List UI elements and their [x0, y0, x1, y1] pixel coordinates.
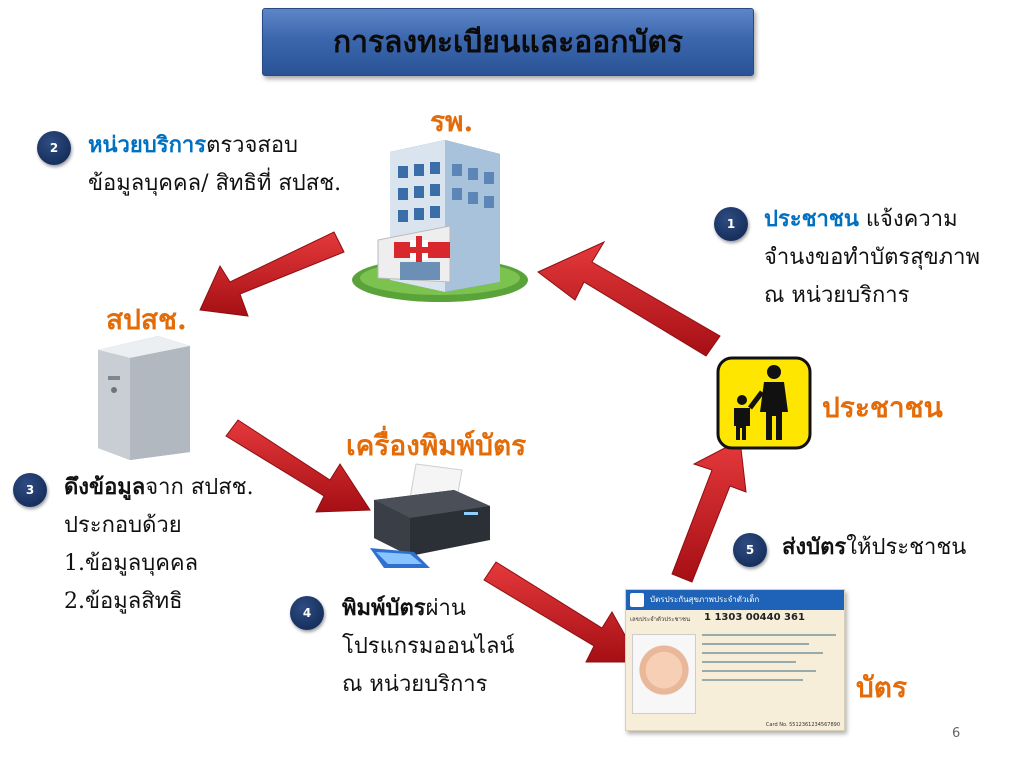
step-2-highlight: หน่วยบริการ — [88, 132, 207, 158]
health-card: บัตรประกันสุขภาพประจำตัวเด็ก เลขประจำตัว… — [625, 589, 845, 731]
step-5-badge: 5 — [733, 533, 767, 567]
step-5-highlight: ส่งบัตร — [782, 534, 847, 560]
arrow-citizen-to-hospital — [537, 240, 721, 357]
step-1-highlight: ประชาชน — [764, 206, 859, 232]
step-3-highlight: ดึงข้อมูล — [64, 474, 146, 500]
card-header: บัตรประกันสุขภาพประจำตัวเด็ก — [626, 590, 844, 610]
step-2-text: หน่วยบริการตรวจสอบ ข้อมูลบุคคล/ สิทธิที่… — [88, 126, 341, 203]
page-number: 6 — [952, 726, 961, 741]
step-4-badge: 4 — [290, 596, 324, 630]
step-3-line-3: 1.ข้อมูลบุคคล — [64, 551, 199, 576]
nhso-label: สปสช. — [106, 303, 187, 336]
printer-label: เครื่องพิมพ์บัตร — [346, 429, 527, 462]
printer-icon — [370, 463, 490, 568]
card-header-text: บัตรประกันสุขภาพประจำตัวเด็ก — [650, 595, 760, 604]
step-3-text: ดึงข้อมูลจาก สปสช. ประกอบด้วย 1.ข้อมูลบุ… — [64, 468, 254, 621]
step-2-line-2: ข้อมูลบุคคล/ สิทธิที่ สปสช. — [88, 171, 342, 196]
title-banner: การลงทะเบียนและออกบัตร — [262, 8, 754, 76]
card-logo-icon — [630, 593, 644, 607]
arrow-nhso-to-printer — [225, 419, 371, 513]
arrow-card-to-citizen — [671, 439, 747, 583]
card-id-label: เลขประจำตัวประชาชน — [630, 616, 691, 623]
step-4-highlight: พิมพ์บัตร — [342, 595, 426, 621]
step-2-badge: 2 — [37, 131, 71, 165]
step-3-line-4: 2.ข้อมูลสิทธิ — [64, 589, 183, 614]
step-1-text: ประชาชน แจ้งความ จำนงขอทำบัตรสุขภาพ ณ หน… — [764, 200, 980, 315]
step-5-text: ส่งบัตรให้ประชาชน — [782, 534, 967, 560]
step-4-line-2: โปรแกรมออนไลน์ — [342, 634, 515, 659]
hospital-icon — [352, 140, 528, 302]
step-3-line-2: ประกอบด้วย — [64, 513, 182, 538]
step-4-text: พิมพ์บัตรผ่าน โปรแกรมออนไลน์ ณ หน่วยบริก… — [342, 589, 514, 704]
hospital-label: รพ. — [430, 105, 474, 138]
step-4-line-3: ณ หน่วยบริการ — [342, 672, 488, 697]
card-photo — [632, 634, 696, 714]
step-3-badge: 3 — [13, 473, 47, 507]
page-title: การลงทะเบียนและออกบัตร — [332, 24, 684, 60]
card-details — [702, 630, 836, 688]
server-icon — [98, 336, 190, 460]
card-number: Card No. 5512361234567890 — [765, 722, 840, 728]
family-icon — [716, 356, 812, 450]
citizen-label: ประชาชน — [822, 391, 943, 424]
arrow-hospital-to-nhso — [199, 231, 345, 317]
step-1-line-3: ณ หน่วยบริการ — [764, 283, 910, 308]
card-label: บัตร — [856, 671, 907, 704]
card-id-number: 1 1303 00440 361 — [704, 612, 805, 623]
step-1-badge: 1 — [714, 207, 748, 241]
step-1-line-2: จำนงขอทำบัตรสุขภาพ — [764, 245, 981, 270]
